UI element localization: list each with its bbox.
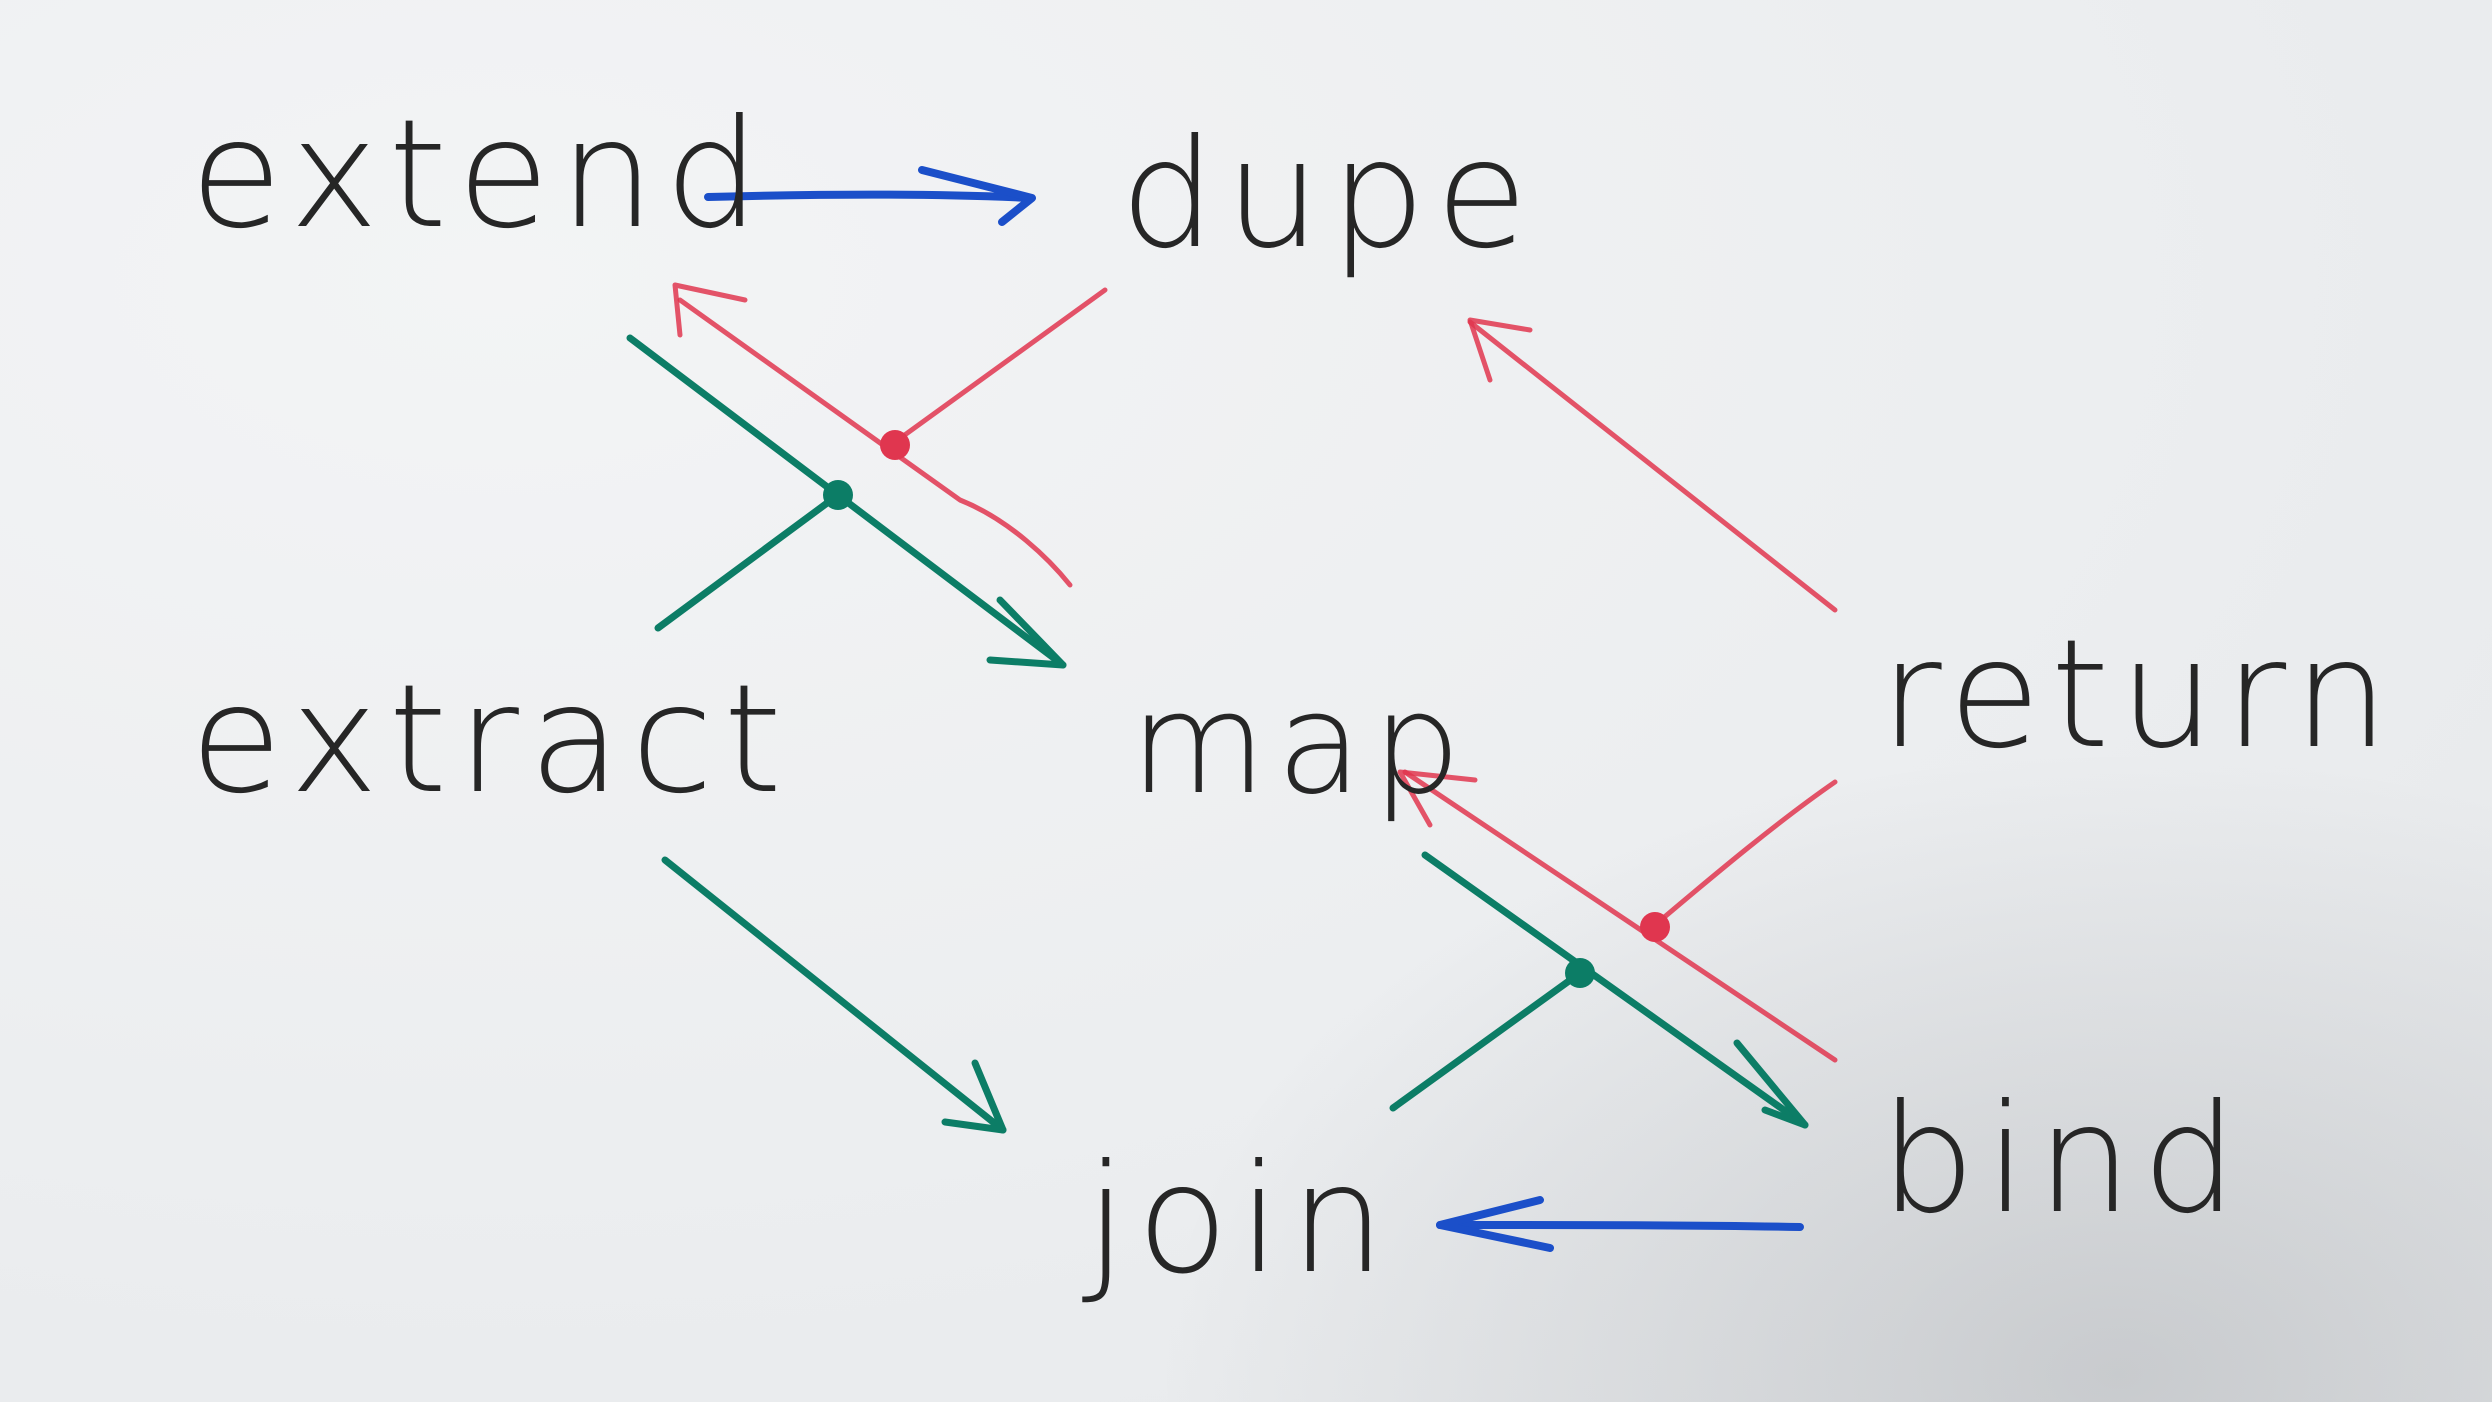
junction-dot-green-top — [823, 480, 853, 510]
label-bind: bind — [1880, 1073, 2248, 1247]
label-map: map — [1130, 663, 1472, 826]
arrow-extend-to-dupe — [704, 166, 1036, 226]
label-extract: extract — [190, 653, 793, 827]
arrow-dupe-to-extend — [672, 282, 1108, 588]
arrow-return-to-dupe — [1467, 317, 1838, 613]
arrow-extract-to-join — [661, 856, 1007, 1134]
arrow-map-to-bind — [1389, 851, 1809, 1129]
junction-dot-red-top — [880, 430, 910, 460]
label-join: join — [1085, 1133, 1396, 1307]
label-dupe: dupe — [1120, 108, 1538, 282]
arrow-bind-to-map — [1397, 769, 1838, 1063]
arrow-bind-to-join — [1436, 1196, 1804, 1252]
arrow-extend-to-map — [626, 334, 1067, 669]
label-return: return — [1880, 608, 2399, 782]
junction-dot-green-bottom — [1565, 958, 1595, 988]
junction-dot-red-bottom — [1640, 912, 1670, 942]
label-extend: extend — [190, 88, 770, 262]
